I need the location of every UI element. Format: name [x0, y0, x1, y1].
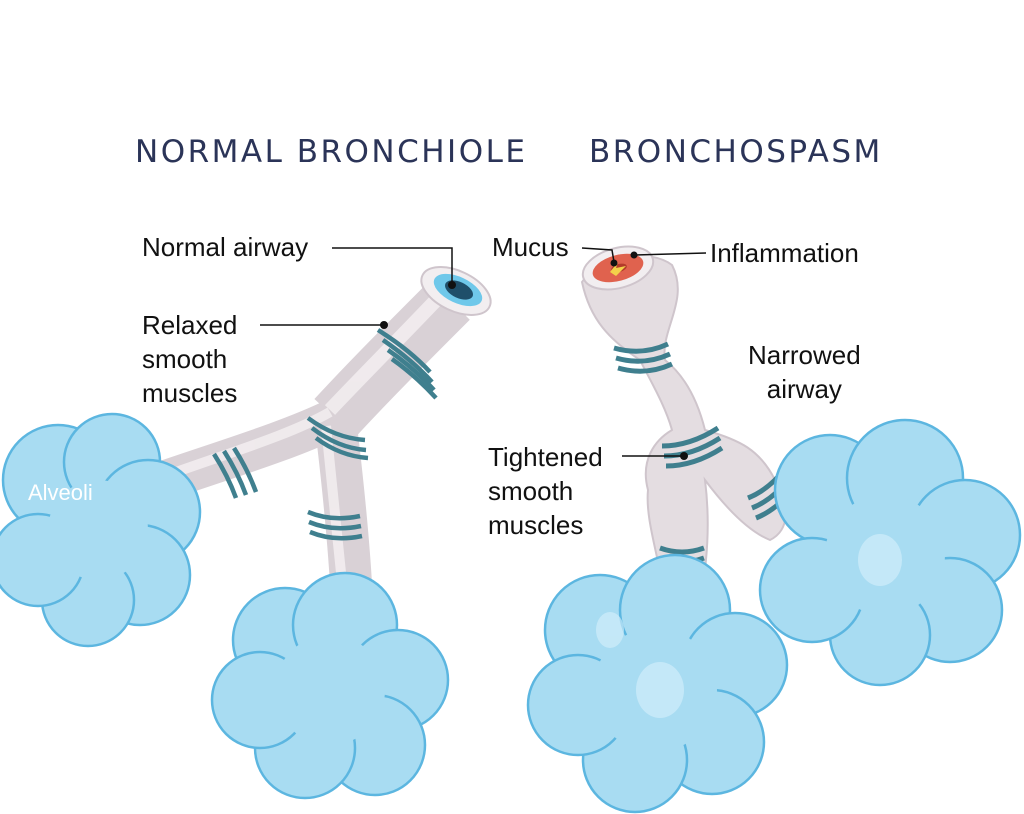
alveoli-cluster-right: [758, 418, 1022, 687]
label-relaxed-smooth-muscles: Relaxed smooth muscles: [142, 310, 238, 408]
title-normal-bronchiole: NORMAL BRONCHIOLE: [135, 134, 528, 170]
bronchospasm-illustration: [580, 245, 794, 601]
leader-lines: [260, 247, 707, 457]
alveoli-highlights: [596, 534, 902, 718]
label-inflammation: Inflammation: [710, 238, 859, 268]
leader-mucus: [581, 247, 615, 263]
label-alveoli: Alveoli: [28, 480, 93, 505]
constricted-bronchiole-tubes: [580, 254, 787, 601]
mucus-plug: [610, 262, 626, 276]
alveoli-cluster-left: [0, 412, 202, 648]
leader-normal-airway: [332, 247, 453, 284]
leader-inflammation: [633, 252, 707, 256]
leader-dots: [380, 251, 688, 460]
label-tightened-smooth-muscles: Tightened smooth muscles: [488, 442, 603, 540]
label-normal-airway: Normal airway: [142, 232, 309, 262]
relaxed-smooth-muscle-bands: [212, 328, 438, 541]
label-mucus: Mucus: [492, 232, 569, 262]
title-bronchospasm: BRONCHOSPASM: [589, 134, 883, 170]
label-narrowed-airway: Narrowed airway: [748, 340, 861, 404]
alveoli-cluster-bottom-left: [210, 571, 450, 800]
